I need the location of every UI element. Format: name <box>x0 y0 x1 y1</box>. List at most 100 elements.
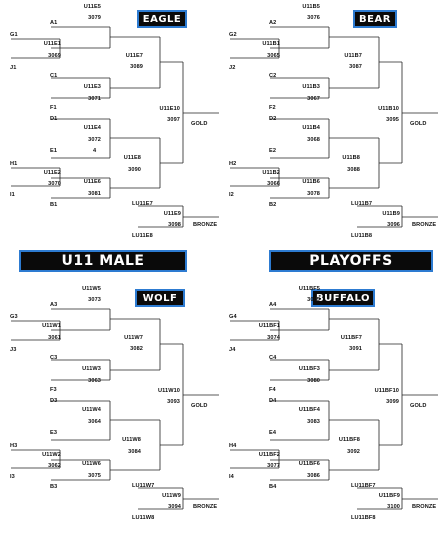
game-number: 3088 <box>347 167 360 173</box>
section-banner: U11 MALE <box>19 250 187 272</box>
game-number: 3090 <box>128 167 141 173</box>
game-code: U11BF2 <box>258 452 280 458</box>
bronze-label: BRONZE <box>193 504 218 510</box>
game-number: 3099 <box>386 399 399 405</box>
game-number: 3061 <box>48 335 61 341</box>
game-number: 3063 <box>88 378 101 384</box>
seed-label: B1 <box>50 202 58 208</box>
game-number: 3098 <box>168 222 181 228</box>
game-number: 3092 <box>347 449 360 455</box>
seed-label: C1 <box>50 73 58 79</box>
loser-label: LU11E7 <box>132 201 153 207</box>
game-code: U11E6 <box>83 179 101 185</box>
seed-label: H1 <box>10 161 18 167</box>
game-code: U11BF5 <box>298 286 320 292</box>
seed-label: A1 <box>50 20 58 26</box>
seed-label: I2 <box>229 192 234 198</box>
game-number: 3084 <box>128 449 141 455</box>
game-number: 3079 <box>88 15 101 21</box>
game-code: U11E4 <box>83 125 101 131</box>
seed-note: 4 <box>93 148 97 154</box>
game-number: 3071 <box>88 96 101 102</box>
game-code: U11E9 <box>163 211 181 217</box>
game-code: U11B9 <box>382 211 400 217</box>
game-code: U11E8 <box>123 155 141 161</box>
game-code: U11B5 <box>302 4 320 10</box>
game-code: U11B2 <box>262 170 280 176</box>
game-number: 3069 <box>48 53 61 59</box>
game-number: 3095 <box>386 117 399 123</box>
seed-label: I4 <box>229 474 234 480</box>
game-number: 3062 <box>48 463 61 469</box>
game-code: U11BF10 <box>374 388 399 394</box>
seed-label: E2 <box>269 148 277 154</box>
seed-label: A4 <box>269 302 277 308</box>
seed-label: H2 <box>229 161 237 167</box>
game-code: U11BF7 <box>340 335 362 341</box>
pool-badge: BEAR <box>353 10 397 28</box>
game-code: U11E1 <box>43 41 61 47</box>
game-number: 3067 <box>307 96 320 102</box>
game-number: 3080 <box>307 378 320 384</box>
game-number: 3070 <box>48 181 61 187</box>
game-number: 3076 <box>307 15 320 21</box>
seed-label: J2 <box>229 65 236 71</box>
game-code: U11B10 <box>378 106 399 112</box>
seed-label: G3 <box>10 314 18 320</box>
seed-label: I1 <box>10 192 15 198</box>
game-code: U11BF4 <box>298 407 320 413</box>
game-code: U11W8 <box>122 437 141 443</box>
game-code: U11B3 <box>302 84 320 90</box>
seed-label: D1 <box>50 116 58 122</box>
seed-label: E1 <box>50 148 58 154</box>
game-code: U11BF1 <box>258 323 280 329</box>
seed-label: F4 <box>269 387 276 393</box>
loser-label: LU11B8 <box>351 233 373 239</box>
seed-label: J3 <box>10 347 17 353</box>
game-code: U11W1 <box>42 323 61 329</box>
game-number: 3072 <box>88 137 101 143</box>
game-code: U11B4 <box>302 125 320 131</box>
game-code: U11B6 <box>302 179 320 185</box>
game-number: 3093 <box>167 399 180 405</box>
game-code: U11BF6 <box>298 461 320 467</box>
loser-label: LU11W8 <box>132 515 155 521</box>
seed-label: H4 <box>229 443 237 449</box>
game-code: U11B7 <box>344 53 362 59</box>
game-number: 3073 <box>88 297 101 303</box>
game-number: 3085 <box>307 297 320 303</box>
loser-label: LU11E8 <box>132 233 153 239</box>
game-code: U11BF3 <box>298 366 320 372</box>
game-code: U11W3 <box>82 366 101 372</box>
game-code: U11W5 <box>82 286 101 292</box>
section-banner: PLAYOFFS <box>269 250 433 272</box>
game-number: 3065 <box>267 53 280 59</box>
game-number: 3087 <box>349 64 362 70</box>
seed-label: G4 <box>229 314 237 320</box>
seed-label: J4 <box>229 347 236 353</box>
loser-label: LU11BF7 <box>351 483 376 489</box>
seed-label: C4 <box>269 355 277 361</box>
seed-label: E4 <box>269 430 277 436</box>
game-number: 3100 <box>387 504 400 510</box>
game-number: 3077 <box>267 463 280 469</box>
game-code: U11BF8 <box>338 437 360 443</box>
game-code: U11W10 <box>157 388 180 394</box>
game-number: 3097 <box>167 117 180 123</box>
game-code: U11W4 <box>82 407 101 413</box>
game-number: 3066 <box>267 181 280 187</box>
seed-label: D3 <box>50 398 58 404</box>
seed-label: F1 <box>50 105 57 111</box>
game-code: U11E10 <box>159 106 180 112</box>
game-code: U11B1 <box>262 41 280 47</box>
game-code: U11E2 <box>43 170 61 176</box>
seed-label: C2 <box>269 73 277 79</box>
game-number: 3064 <box>88 419 101 425</box>
game-number: 3078 <box>307 191 320 197</box>
seed-label: B4 <box>269 484 277 490</box>
seed-label: A2 <box>269 20 277 26</box>
game-number: 3094 <box>168 504 181 510</box>
game-code: U11W9 <box>162 493 181 499</box>
gold-label: GOLD <box>191 403 208 409</box>
